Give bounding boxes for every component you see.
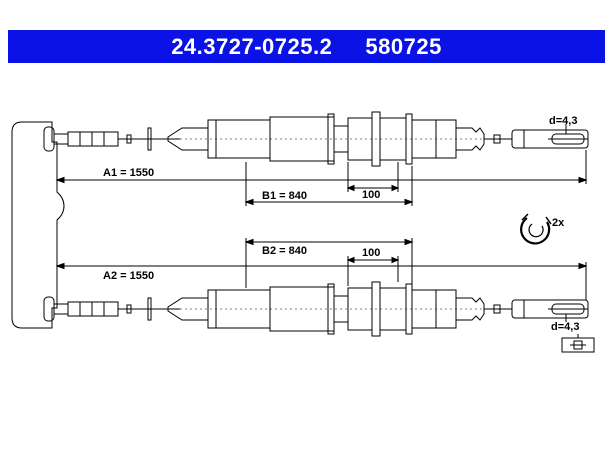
part-number: 24.3727-0725.2	[171, 34, 333, 59]
label-clip-qty: 2x	[552, 217, 565, 229]
title-bar: 24.3727-0725.2 580725	[8, 30, 605, 63]
label-a2: A2 = 1550	[103, 270, 154, 282]
label-a1: A1 = 1550	[103, 167, 154, 179]
title-text: 24.3727-0725.2 580725	[8, 30, 605, 63]
label-b1: B1 = 840	[262, 190, 307, 202]
label-d-bottom: d=4,3	[551, 321, 579, 333]
cable-top	[43, 111, 589, 167]
cable-bottom	[43, 281, 589, 337]
label-d-top: d=4,3	[549, 115, 577, 127]
label-b2: B2 = 840	[262, 245, 307, 257]
label-sleeve-bottom: 100	[362, 247, 380, 259]
dimension-b2	[244, 238, 414, 288]
dimension-a1	[55, 150, 588, 184]
eyelet-icon	[561, 334, 595, 353]
dimension-sleeve-top	[346, 162, 400, 192]
dimension-b1	[244, 162, 414, 206]
mounting-bracket	[11, 121, 65, 329]
dimension-sleeve-bottom	[346, 256, 400, 286]
dimension-a2	[55, 262, 588, 300]
label-sleeve-top: 100	[362, 189, 380, 201]
ref-number: 580725	[365, 34, 442, 59]
clip-icon	[520, 213, 552, 245]
